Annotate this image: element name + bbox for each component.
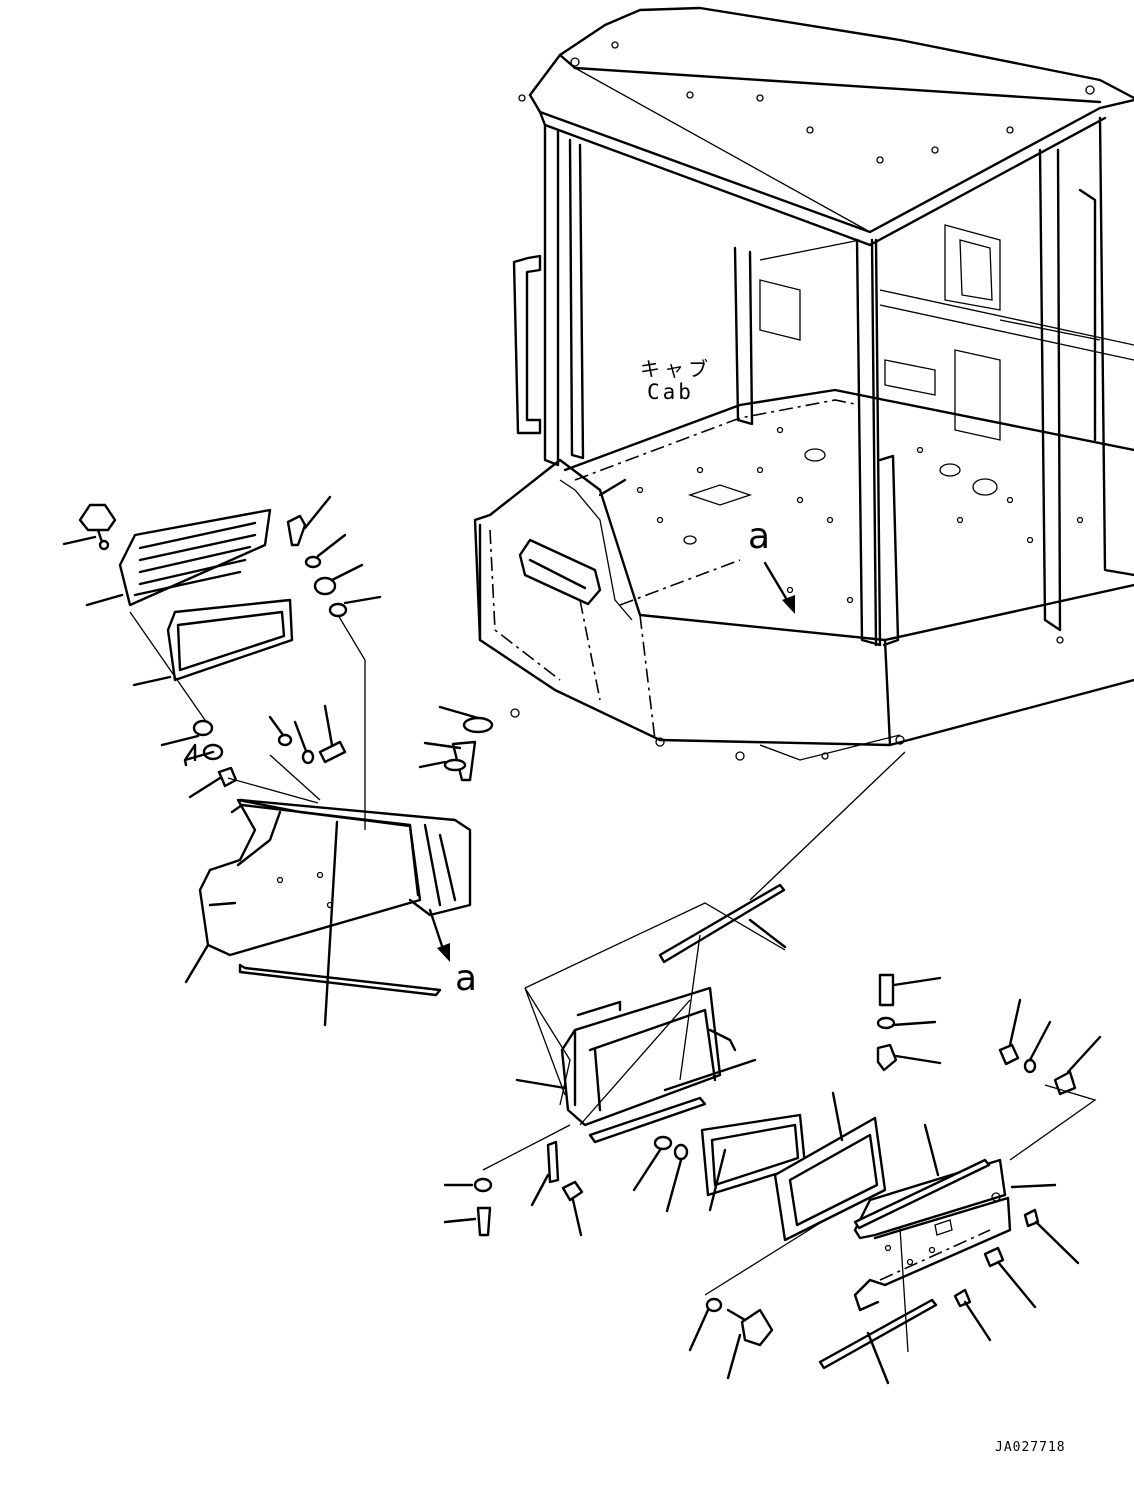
cab-frame (473, 6, 1134, 761)
cab-label-en: Cab (647, 380, 694, 404)
cab-label-jp: キャブ (640, 357, 712, 381)
view-ref-label: a (455, 958, 478, 999)
view-ref-label: a (748, 516, 771, 557)
knob-icon (78, 503, 117, 532)
left-duct-assembly (78, 503, 494, 997)
leader-lines (62, 495, 1102, 1385)
drawing-code: JA027718 (995, 1440, 1066, 1455)
lower-right-assembly (473, 883, 1077, 1370)
